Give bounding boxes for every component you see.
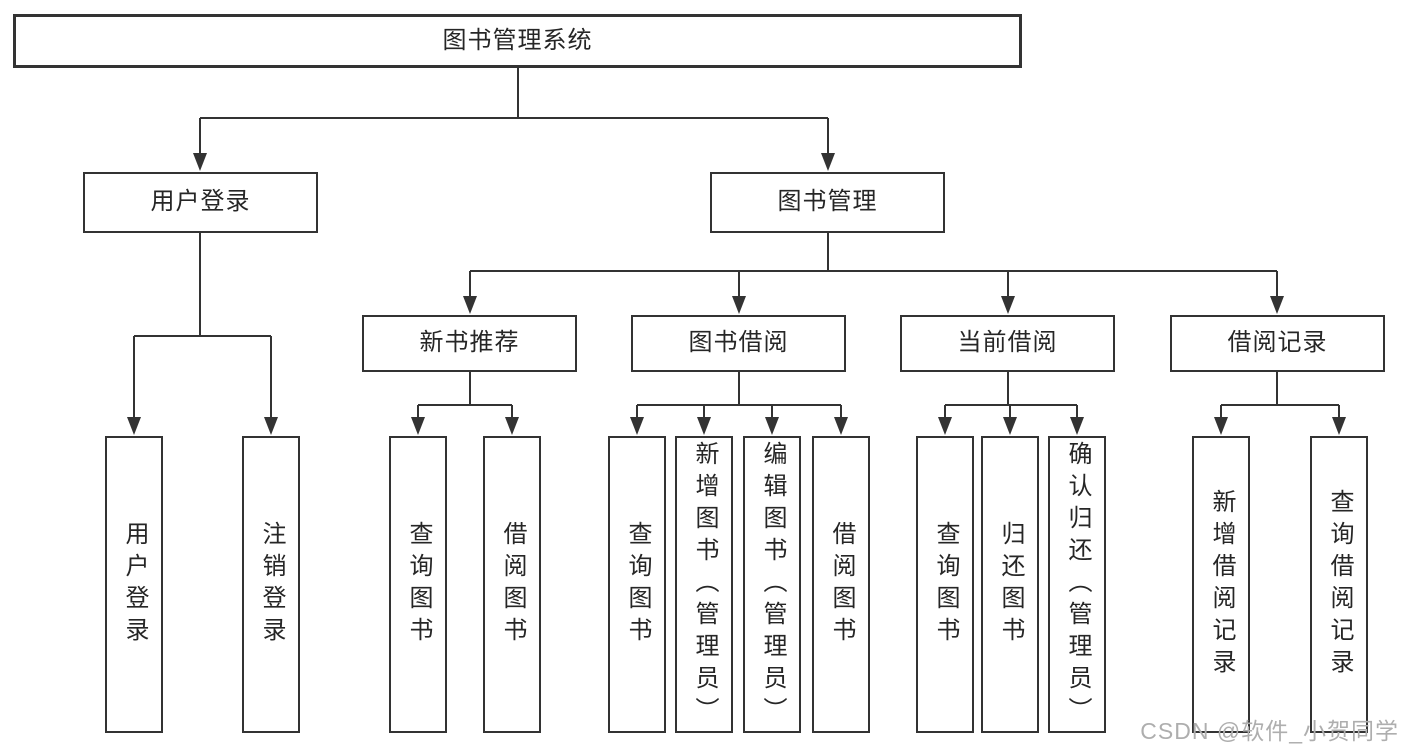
- leaf-edit-books-admin: 编辑图书（管理员）: [743, 436, 801, 733]
- node-borrowing-records: 借阅记录: [1170, 315, 1385, 372]
- leaf-recommend-query-books: 查询图书: [389, 436, 447, 733]
- node-user-login-branch: 用户登录: [83, 172, 318, 233]
- leaf-confirm-return-admin: 确认归还（管理员）: [1048, 436, 1106, 733]
- csdn-watermark: CSDN @软件_小贺同学: [1140, 718, 1399, 744]
- leaf-return-books: 归还图书: [981, 436, 1039, 733]
- leaf-user-login: 用户登录: [105, 436, 163, 733]
- connector-arrows: [127, 118, 1346, 435]
- leaf-add-borrow-record: 新增借阅记录: [1192, 436, 1250, 733]
- leaf-current-query-books: 查询图书: [916, 436, 974, 733]
- leaf-logout: 注销登录: [242, 436, 300, 733]
- leaf-borrowing-query-books: 查询图书: [608, 436, 666, 733]
- node-book-borrowing: 图书借阅: [631, 315, 846, 372]
- leaf-recommend-borrow-books: 借阅图书: [483, 436, 541, 733]
- node-library-management-system: 图书管理系统: [13, 14, 1022, 68]
- leaf-add-books-admin: 新增图书（管理员）: [675, 436, 733, 733]
- node-new-book-recommendation: 新书推荐: [362, 315, 577, 372]
- node-current-borrowing: 当前借阅: [900, 315, 1115, 372]
- leaf-query-borrow-record: 查询借阅记录: [1310, 436, 1368, 733]
- node-book-management-branch: 图书管理: [710, 172, 945, 233]
- leaf-borrowing-borrow-books: 借阅图书: [812, 436, 870, 733]
